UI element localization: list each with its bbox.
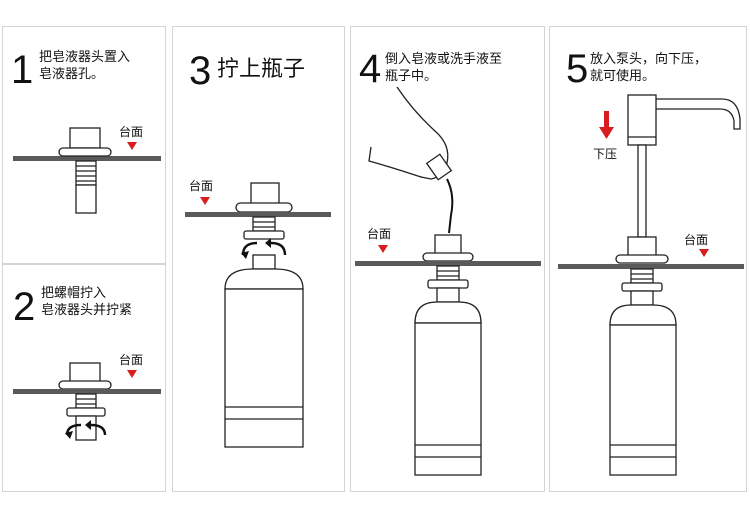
flange — [235, 202, 293, 213]
counter-label: 台面 — [367, 227, 392, 241]
rotate-arrow-icon — [241, 241, 287, 256]
down-arrow-icon — [127, 370, 137, 378]
bottle-shoulder — [609, 304, 677, 326]
step-5-instruction: 放入泵头，向下压， 就可使用。 — [590, 51, 707, 85]
flange — [58, 147, 112, 157]
counter-label: 台面 — [189, 179, 214, 193]
step-2-instruction: 把螺帽拧入 皂液器头并拧紧 — [41, 285, 132, 319]
step-1-number: 1 — [11, 48, 34, 92]
pump-spout — [651, 98, 741, 130]
step-4-panel: 4 倒入皂液或洗手液至 瓶子中。 台面 — [350, 26, 545, 492]
bottle-neck — [252, 254, 276, 270]
flange — [422, 252, 474, 262]
thread — [252, 216, 276, 232]
counter-label: 台面 — [684, 233, 709, 247]
step-1-line-2: 皂液器孔。 — [39, 67, 105, 82]
nut — [243, 230, 285, 240]
bottle-neck — [630, 290, 654, 306]
step-4-instruction: 倒入皂液或洗手液至 瓶子中。 — [385, 51, 502, 85]
step-1-illustration — [13, 127, 161, 214]
step-1-panel: 1 把皂液器头置入 皂液器孔。 台面 — [2, 26, 166, 264]
press-down-arrow-icon — [599, 111, 614, 139]
step-4-line-1: 倒入皂液或洗手液至 — [385, 52, 503, 67]
bottle — [609, 324, 677, 476]
dispenser-head — [69, 127, 101, 149]
flange — [615, 254, 669, 264]
down-arrow-icon — [200, 197, 210, 205]
down-arrow-icon — [378, 245, 388, 253]
counter-label: 台面 — [119, 353, 144, 367]
step-5-line-2: 就可使用。 — [590, 69, 656, 84]
step-2-line-2: 皂液器头并拧紧 — [41, 303, 133, 318]
step-2-line-1: 把螺帽拧入 — [41, 286, 107, 301]
step-1-instruction: 把皂液器头置入 皂液器孔。 — [39, 49, 130, 83]
step-3-panel: 3 拧上瓶子 台面 — [172, 26, 345, 492]
step-4-illustration — [355, 86, 541, 476]
bottle-shoulder — [414, 301, 482, 324]
dispenser-head — [250, 182, 280, 206]
dispenser-head — [434, 234, 462, 256]
countertop — [355, 261, 541, 266]
nut — [66, 407, 106, 417]
bottle — [414, 322, 482, 476]
bottle-shoulder — [224, 268, 304, 290]
bottle — [224, 288, 304, 448]
step-5-illustration — [558, 94, 744, 476]
step-5-number: 5 — [566, 47, 589, 91]
thread — [75, 393, 97, 409]
step-5-line-1: 放入泵头，向下压， — [590, 52, 708, 67]
counter-label: 台面 — [119, 125, 144, 139]
down-arrow-icon — [127, 142, 137, 150]
thread — [75, 160, 97, 186]
step-3-number: 3 — [189, 49, 212, 93]
soap-stream — [446, 178, 454, 234]
thread — [630, 268, 654, 284]
pump-stem — [637, 144, 647, 238]
nut — [427, 279, 469, 289]
thread — [436, 265, 460, 281]
pouring-bottle — [368, 86, 453, 181]
press-label: 下压 — [593, 147, 618, 161]
dispenser-head — [69, 362, 101, 384]
tube — [75, 415, 97, 441]
step-1-line-1: 把皂液器头置入 — [39, 50, 131, 65]
countertop — [185, 212, 331, 217]
nut — [621, 282, 663, 292]
step-2-illustration — [13, 362, 161, 441]
countertop — [558, 264, 744, 269]
step-5-panel: 5 放入泵头，向下压， 就可使用。 下压 台面 — [549, 26, 747, 492]
step-3-illustration — [185, 182, 331, 448]
tube — [75, 184, 97, 214]
dispenser-head — [627, 236, 657, 258]
step-3-title: 拧上瓶子 — [217, 57, 306, 82]
step-2-number: 2 — [13, 285, 36, 329]
flange — [58, 380, 112, 390]
countertop — [13, 156, 161, 161]
down-arrow-icon — [699, 249, 709, 257]
step-4-line-2: 瓶子中。 — [385, 69, 438, 84]
bottle-neck — [436, 287, 460, 303]
countertop — [13, 389, 161, 394]
step-2-panel: 2 把螺帽拧入 皂液器头并拧紧 台面 — [2, 264, 166, 492]
step-4-number: 4 — [359, 47, 382, 91]
